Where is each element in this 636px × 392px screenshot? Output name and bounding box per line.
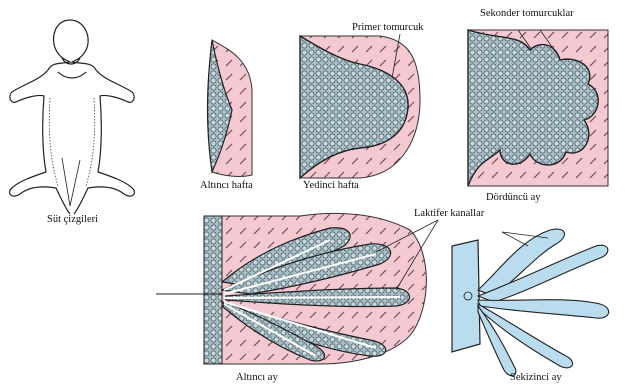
seventh-week-panel [300, 34, 420, 178]
milk-lines-leaders [62, 158, 80, 206]
eighth-month-panel [452, 229, 609, 376]
embryo-figure [10, 20, 135, 214]
fourth-month-panel [468, 30, 608, 186]
label-sixth-month: Altıncı ay [236, 372, 278, 384]
label-primary-bud: Primer tomurcuk [352, 22, 423, 34]
sixth-week-panel [208, 40, 253, 176]
label-sixth-week: Altıncı hafta [200, 180, 253, 192]
label-lactiferous-ducts: Laktifer kanallar [414, 208, 484, 220]
label-eighth-month: Sekizinci ay [510, 372, 562, 384]
sixth-month-panel [156, 213, 438, 364]
milk-lines [49, 98, 94, 186]
label-secondary-buds: Sekonder tomurcuklar [480, 8, 574, 20]
label-seventh-week: Yedinci hafta [303, 180, 359, 192]
label-milk-lines: Süt çizgileri [47, 214, 98, 226]
label-fourth-month: Dördüncü ay [486, 192, 541, 204]
